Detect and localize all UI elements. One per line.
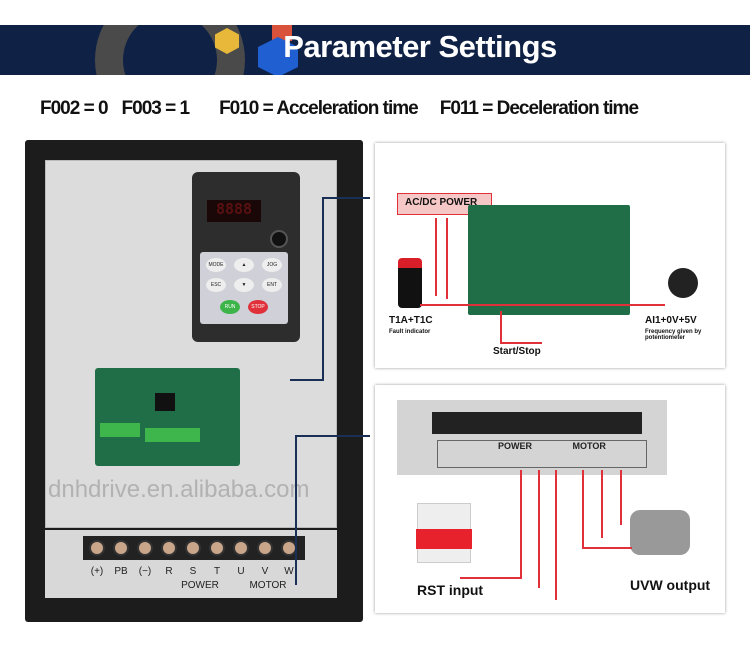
start-stop-label: Start/Stop [493,346,541,357]
page-title: Parameter Settings [283,29,557,64]
power-box-label: AC/DC POWER [405,197,478,208]
motor-group-label: MOTOR [249,580,287,591]
esc-key: ESC [206,278,226,292]
terminal-label: W [284,566,294,577]
terminal-label: S [189,566,197,577]
potentiometer [668,268,698,298]
ai-sublabel: Frequency given by potentiometer [645,329,702,341]
uvw-output-label: UVW output [630,577,711,593]
led-display: 8888 [207,200,261,222]
run-key: RUN [220,300,240,314]
power-group-label: POWER [181,580,219,591]
terminal-block [100,423,140,437]
down-key: ▼ [234,278,254,292]
keypad: 8888 MODE ▲ JOG ESC ▼ ENT RUN STOP [192,172,300,342]
terminal-label: PB [114,566,128,577]
watermark: dnhdrive.en.alibaba.com [48,476,310,503]
control-board [95,368,240,466]
up-key: ▲ [234,258,254,272]
power-group-label: POWER [498,441,533,451]
param-f002: F002 = 0 [40,98,109,119]
connector-line [322,197,370,199]
connector-line [295,435,297,585]
param-f010: F010 = Acceleration time [219,98,419,119]
control-wiring-panel: AC/DC POWER T1A+T1C Fault indicator Star… [375,143,725,368]
potentiometer-knob [270,230,288,248]
terminal-label: V [261,566,269,577]
circuit-breaker [416,503,472,563]
motor [630,510,690,555]
ai-label: AI1+0V+5V [645,315,697,326]
keypad-buttons: MODE ▲ JOG ESC ▼ ENT RUN STOP [200,252,288,324]
mode-key: MODE [206,258,226,272]
motor-group-label: MOTOR [572,441,606,451]
fault-sublabel: Fault indicator [389,329,431,335]
stop-key: STOP [248,300,268,314]
control-board [468,205,630,315]
fault-label: T1A+T1C [389,315,433,326]
parameter-list: F002 = 0 F003 = 1 F010 = Acceleration ti… [40,96,730,122]
terminal-label: (−) [138,566,152,577]
hexagon-decoration [272,25,292,41]
param-f003: F003 = 1 [121,98,191,119]
connector-line [290,379,324,381]
terminal-label: (+) [90,566,104,577]
terminal-block [145,428,200,442]
chip [155,393,175,411]
terminal-strip-photo: POWER MOTOR [397,400,667,475]
power-wiring-panel: POWER MOTOR RST input UVW output [375,385,725,613]
terminal-label: U [237,566,245,577]
power-terminal-strip: (+) PB (−) R S T U V W POWER MOTOR [45,530,337,598]
jog-key: JOG [262,258,282,272]
rst-input-label: RST input [417,582,484,598]
terminal-label: T [213,566,221,577]
ent-key: ENT [262,278,282,292]
title-banner: Parameter Settings [0,25,750,75]
terminal-label: R [165,566,173,577]
connector-line [322,197,324,380]
fault-indicator-lamp [398,258,422,308]
param-f011: F011 = Deceleration time [439,98,639,119]
connector-line [295,435,370,437]
